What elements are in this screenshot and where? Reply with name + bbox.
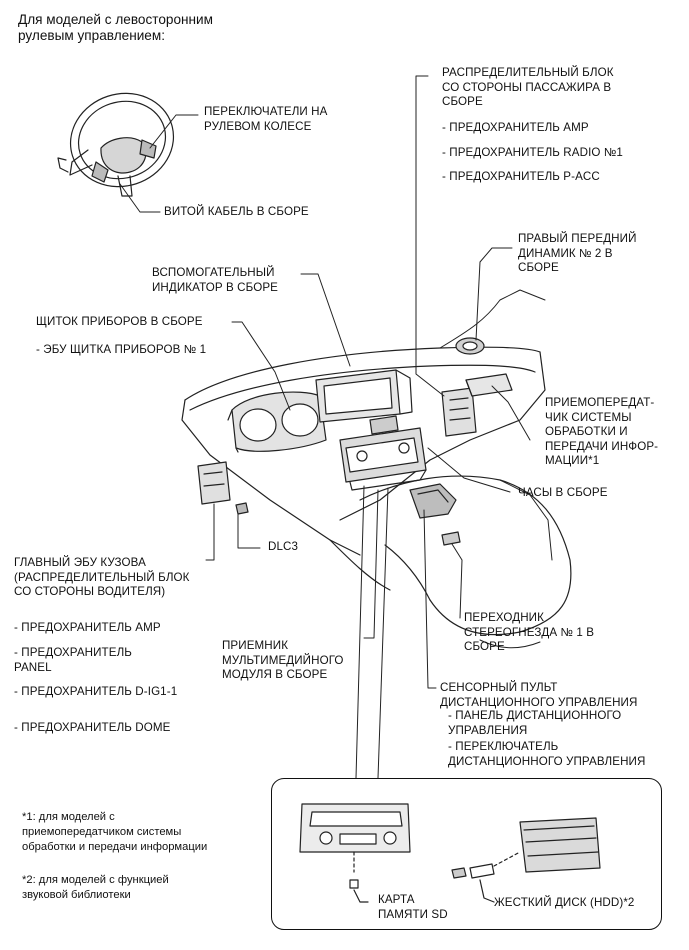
main-body-ecu-drawing xyxy=(197,461,231,505)
label-hdd: ЖЕСТКИЙ ДИСК (HDD)*2 xyxy=(494,896,635,909)
dlc3-drawing xyxy=(235,502,249,515)
label-combination-meter-ecu: - ЭБУ ЩИТКА ПРИБОРОВ № 1 xyxy=(36,343,207,356)
label-remote-touch: СЕНСОРНЫЙ ПУЛЬТ ДИСТАНЦИОННОГО УПРАВЛЕНИ… xyxy=(440,681,638,709)
label-multimedia-receiver: ПРИЕМНИК МУЛЬТИМЕДИЙНОГО МОДУЛЯ В СБОРЕ xyxy=(222,639,344,681)
label-main-body-fuse-dome: - ПРЕДОХРАНИТЕЛЬ DOME xyxy=(14,721,171,734)
passenger-jb-drawing xyxy=(441,387,477,437)
label-stereo-jack: ПЕРЕХОДНИК СТЕРЕОГНЕЗДА № 1 В СБОРЕ xyxy=(464,611,595,653)
label-remote-touch-panel: - ПАНЕЛЬ ДИСТАНЦИОННОГО УПРАВЛЕНИЯ xyxy=(448,709,622,737)
inset-frame xyxy=(271,778,662,930)
label-combination-meter: ЩИТОК ПРИБОРОВ В СБОРЕ xyxy=(36,315,203,328)
footnote-1: *1: для моделей с приемопередатчиком сис… xyxy=(22,811,208,853)
label-front-speaker: ПРАВЫЙ ПЕРЕДНИЙ ДИНАМИК № 2 В СБОРЕ xyxy=(518,232,637,274)
label-dlc3: DLC3 xyxy=(268,540,299,553)
label-passenger-jb-fuse-amp: - ПРЕДОХРАНИТЕЛЬ AMP xyxy=(442,121,589,134)
transceiver-drawing xyxy=(465,373,513,397)
inset-hdd-drawing xyxy=(451,817,601,903)
label-sd-card: КАРТА ПАМЯТИ SD xyxy=(378,893,448,921)
label-transceiver: ПРИЕМОПЕРЕДАТ- ЧИК СИСТЕМЫ ОБРАБОТКИ И П… xyxy=(545,396,659,467)
label-main-body-fuse-panel: - ПРЕДОХРАНИТЕЛЬ PANEL xyxy=(14,646,132,674)
aux-indicator-drawing xyxy=(315,369,413,423)
stereo-jack-drawing xyxy=(441,531,461,546)
remote-touch-drawing xyxy=(409,483,457,519)
label-aux-indicator: ВСПОМОГАТЕЛЬНЫЙ ИНДИКАТОР В СБОРЕ xyxy=(152,266,278,294)
label-passenger-jb-fuse-pacc: - ПРЕДОХРАНИТЕЛЬ P-ACC xyxy=(442,170,600,183)
label-main-body-ecu: ГЛАВНЫЙ ЭБУ КУЗОВА (РАСПРЕДЕЛИТЕЛЬНЫЙ БЛ… xyxy=(14,556,190,598)
label-passenger-jb-fuse-radio: - ПРЕДОХРАНИТЕЛЬ RADIO №1 xyxy=(442,146,623,159)
label-main-body-fuse-dig: - ПРЕДОХРАНИТЕЛЬ D-IG1-1 xyxy=(14,685,178,698)
center-audio-drawing xyxy=(339,415,427,491)
label-passenger-jb: РАСПРЕДЕЛИТЕЛЬНЫЙ БЛОК СО СТОРОНЫ ПАССАЖ… xyxy=(442,66,614,108)
page-title: Для моделей с левосторонним рулевым упра… xyxy=(18,12,213,43)
leader-lines xyxy=(119,75,531,779)
speaker-drawing xyxy=(455,337,485,355)
footnote-2: *2: для моделей с функцией звуковой библ… xyxy=(22,874,169,901)
label-main-body-fuse-amp: - ПРЕДОХРАНИТЕЛЬ AMP xyxy=(14,621,161,634)
label-spiral-cable: ВИТОЙ КАБЕЛЬ В СБОРЕ xyxy=(164,205,309,218)
label-steering-pad-switch: ПЕРЕКЛЮЧАТЕЛИ НА РУЛЕВОМ КОЛЕСЕ xyxy=(204,105,328,133)
label-remote-touch-switch: - ПЕРЕКЛЮЧАТЕЛЬ ДИСТАНЦИОННОГО УПРАВЛЕНИ… xyxy=(448,740,646,768)
inset-receiver-drawing xyxy=(299,803,411,903)
dashboard-drawing xyxy=(181,289,572,649)
steering-wheel-drawing xyxy=(57,92,175,197)
combination-meter-drawing xyxy=(227,391,327,453)
label-clock: ЧАСЫ В СБОРЕ xyxy=(518,486,608,499)
